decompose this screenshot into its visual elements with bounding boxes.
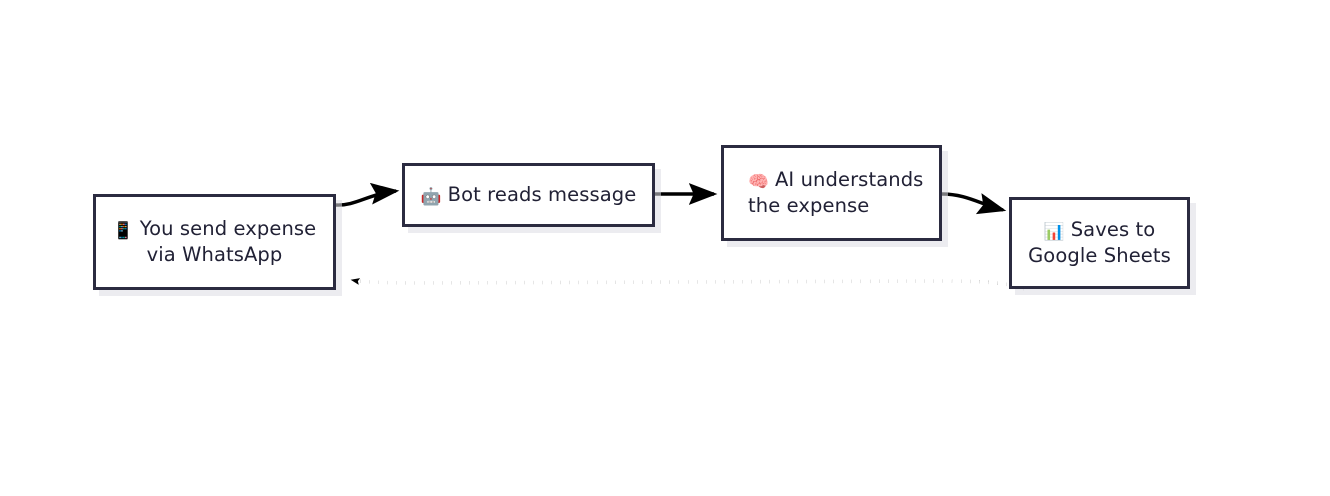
node-ai-content: 🧠AI understands the expense [724, 167, 933, 218]
node-bot-text-1: Bot reads message [447, 183, 637, 207]
node-whatsapp-text-1: You send expense [139, 217, 317, 241]
edge-sheets-to-whatsapp-feedback [350, 278, 1025, 291]
node-bot-reads-message[interactable]: 🤖Bot reads message [402, 163, 655, 227]
node-bot-line-1: 🤖Bot reads message [421, 182, 637, 208]
node-ai-text-1: AI understands [774, 168, 924, 192]
edge-whatsapp-to-bot [335, 182, 400, 207]
node-sheets-line-2: Google Sheets [1028, 244, 1171, 267]
edge-ai-to-sheets [941, 192, 1007, 215]
node-sheets-text-1: Saves to [1070, 218, 1156, 242]
node-sheets-line-1: 📊Saves to [1028, 217, 1171, 243]
bar-chart-icon: 📊 [1043, 221, 1065, 242]
node-ai-line-2: the expense [748, 194, 870, 217]
node-saves-to-google-sheets[interactable]: 📊Saves to Google Sheets [1009, 197, 1190, 289]
node-ai-line-1: 🧠AI understands [748, 167, 923, 193]
node-sheets-content: 📊Saves to Google Sheets [1018, 217, 1181, 268]
node-you-send-expense[interactable]: 📱You send expense via WhatsApp [93, 194, 336, 290]
node-ai-understands-the-expense[interactable]: 🧠AI understands the expense [721, 145, 942, 241]
robot-icon: 🤖 [420, 186, 442, 207]
node-bot-content: 🤖Bot reads message [411, 182, 647, 208]
node-whatsapp-content: 📱You send expense via WhatsApp [103, 216, 327, 267]
mobile-phone-icon: 📱 [112, 220, 134, 241]
node-whatsapp-line-2: via WhatsApp [146, 243, 283, 266]
brain-icon: 🧠 [748, 171, 769, 192]
node-whatsapp-line-1: 📱You send expense [113, 216, 317, 242]
